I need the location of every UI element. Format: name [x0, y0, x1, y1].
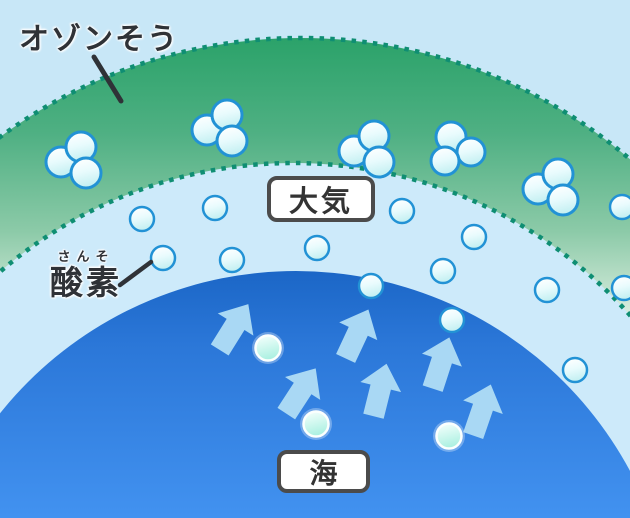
oxygen-bubble: [608, 193, 630, 221]
oxygen-bubble: [388, 197, 416, 225]
sea-label-text: 海: [309, 456, 338, 490]
oxygen-bubble: [429, 257, 457, 285]
sea-oxygen-bubble: [298, 406, 334, 442]
oxygen-bubble: [201, 194, 229, 222]
atmosphere-label-box: 大気: [267, 176, 375, 222]
oxygen-bubble: [303, 234, 331, 262]
oxygen-bubble: [438, 306, 466, 334]
atmosphere-label-text: 大気: [288, 184, 353, 218]
oxygen-bubble: [357, 272, 385, 300]
oxygen-bubble: [128, 205, 156, 233]
oxygen-label: さんそ 酸素: [44, 246, 128, 299]
ozone-layer-label: オゾンそう: [19, 22, 179, 57]
sea-oxygen-bubble: [250, 330, 286, 366]
oxygen-pointer-line: [117, 259, 154, 288]
oxygen-furigana: さんそ: [57, 250, 115, 265]
oxygen-bubble: [218, 246, 246, 274]
oxygen-bubble: [610, 274, 630, 302]
oxygen-bubble: [533, 276, 561, 304]
sea-label-box: 海: [277, 450, 370, 493]
oxygen-bubble: [460, 223, 488, 251]
oxygen-bubble: [561, 356, 589, 384]
sea-oxygen-bubble: [431, 418, 467, 454]
oxygen-bubble: [149, 244, 177, 272]
ozone-pointer-line: [91, 54, 124, 104]
oxygen-label-text: 酸素: [50, 263, 122, 302]
